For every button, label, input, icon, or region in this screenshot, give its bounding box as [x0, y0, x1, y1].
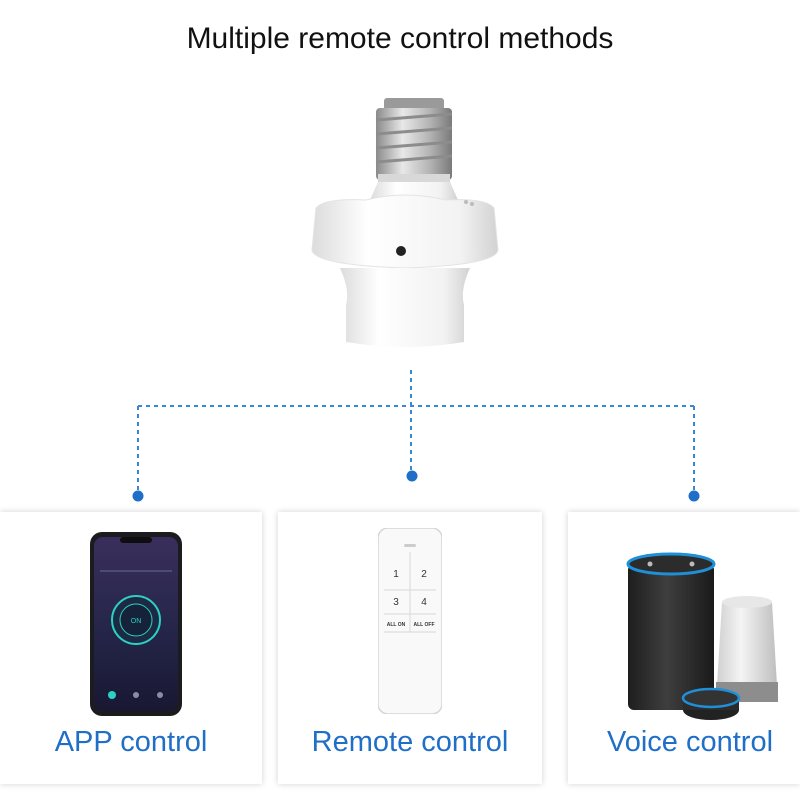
connector-dot-center — [406, 470, 418, 482]
remote-button-all-on: ALL ON — [387, 622, 406, 628]
remote-button-3: 3 — [393, 597, 399, 608]
bulb-socket-icon — [311, 98, 499, 347]
app-control-label: APP control — [54, 726, 208, 758]
remote-control-label: Remote control — [311, 726, 509, 758]
remote-control-card: 1 2 3 4 ALL ON ALL OFF Remote control — [278, 512, 542, 784]
remote-button-2: 2 — [421, 569, 427, 580]
voice-control-label: Voice control — [606, 726, 774, 758]
remote-control-icon: 1 2 3 4 ALL ON ALL OFF — [378, 528, 442, 714]
page-title: Multiple remote control methods — [186, 22, 614, 55]
voice-control-card: Voice control — [568, 512, 800, 784]
smart-speaker-icon — [626, 552, 778, 720]
app-control-card: ON APP control — [0, 512, 262, 784]
remote-button-1: 1 — [393, 569, 399, 580]
connector-dot-right — [688, 490, 700, 502]
remote-button-all-off: ALL OFF — [413, 622, 434, 628]
remote-button-4: 4 — [421, 597, 427, 608]
smartphone-app-icon: ON — [90, 532, 182, 716]
connector-dot-left — [132, 490, 144, 502]
app-on-button: ON — [131, 618, 142, 625]
